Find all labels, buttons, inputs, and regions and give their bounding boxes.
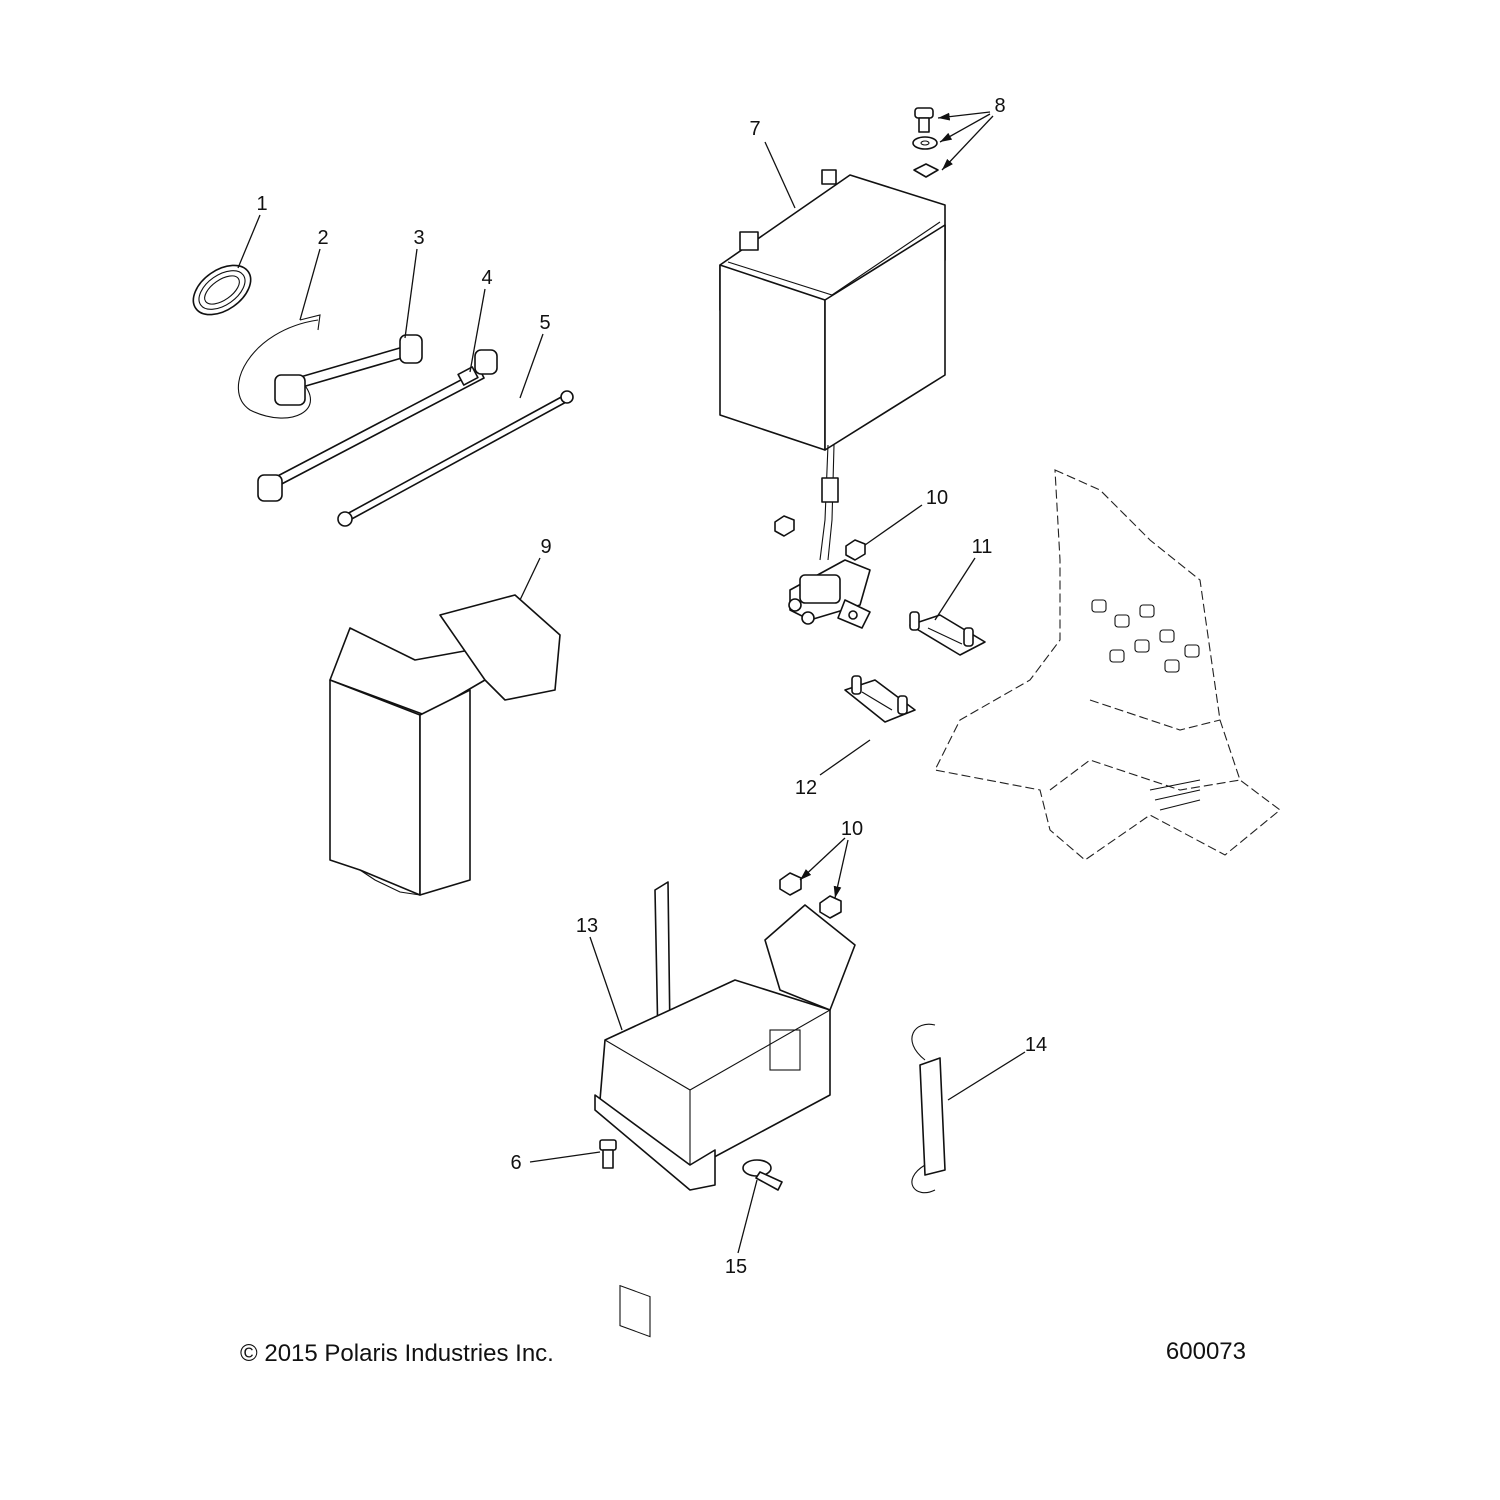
part-10-nuts-lower [779, 872, 842, 919]
callout-13: 13 [576, 915, 598, 937]
callout-3: 3 [413, 227, 424, 249]
callout-14: 14 [1025, 1034, 1047, 1056]
callout-10-upper: 10 [926, 487, 948, 509]
part-8-hardware [912, 107, 939, 178]
callout-2: 2 [317, 227, 328, 249]
callout-9: 9 [540, 536, 551, 558]
part-13-battery-box [594, 881, 856, 1338]
callout-15: 15 [725, 1256, 747, 1278]
part-12-bracket [844, 675, 916, 723]
callout-5: 5 [539, 312, 550, 334]
part-9-cover [329, 594, 561, 896]
part-7-battery [719, 169, 946, 451]
part-11-bracket [909, 611, 986, 656]
callout-6: 6 [510, 1152, 521, 1174]
part-5-strap [337, 390, 574, 527]
part-4-cable [257, 349, 498, 502]
callout-1: 1 [256, 193, 267, 215]
battery-relay-assembly [788, 444, 871, 629]
floor-pan-reference [934, 469, 1281, 861]
leader-lines [237, 111, 1026, 1254]
callout-7: 7 [749, 118, 760, 140]
part-2-3-cable [237, 314, 423, 419]
callout-8: 8 [994, 95, 1005, 117]
part-15-pin [742, 1159, 783, 1191]
callout-10-lower: 10 [841, 818, 863, 840]
part-1-cable-ties [192, 264, 252, 316]
diagram-number: 600073 [1165, 1338, 1246, 1365]
part-10-nuts-upper [774, 515, 866, 561]
part-14-strap [911, 1023, 946, 1194]
callout-11: 11 [972, 536, 993, 558]
part-6-bolt [599, 1139, 617, 1169]
callout-12: 12 [795, 777, 817, 799]
callout-4: 4 [481, 267, 492, 289]
copyright-text: © 2015 Polaris Industries Inc. [240, 1340, 554, 1367]
